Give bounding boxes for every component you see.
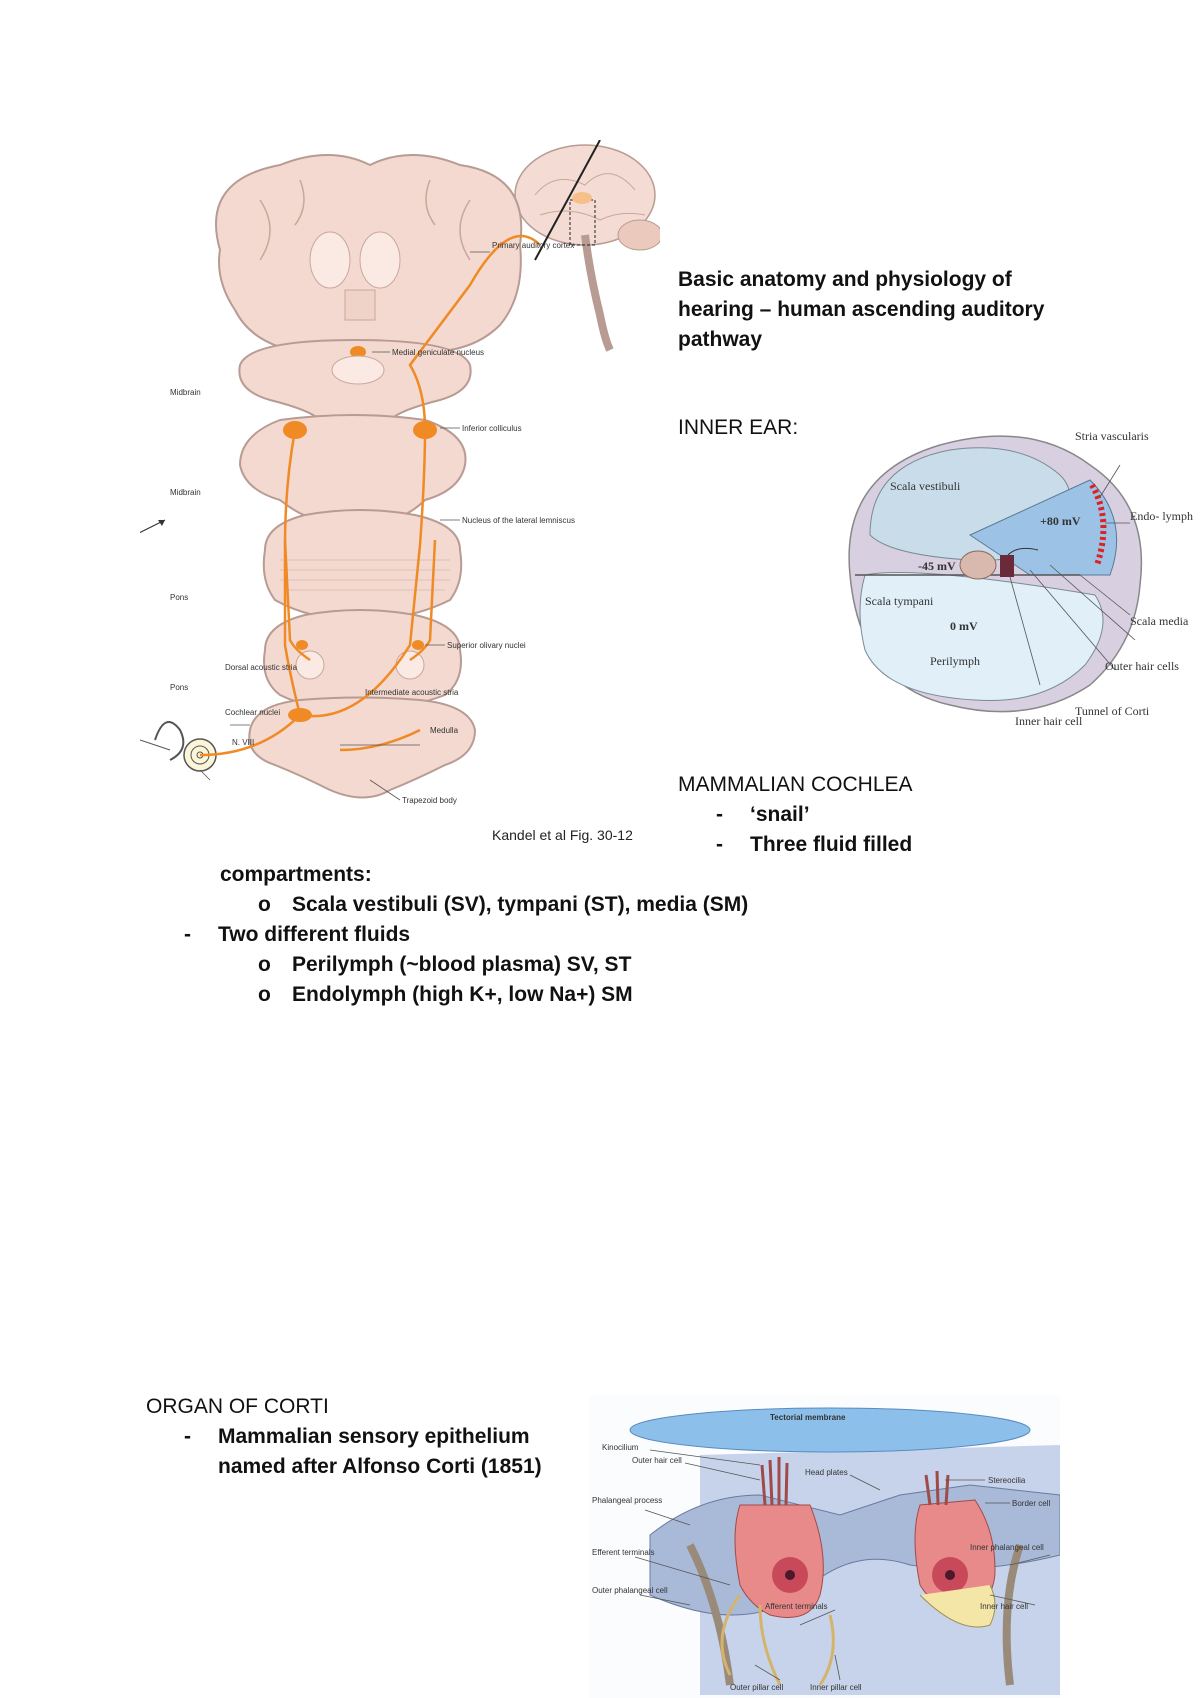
corti-item-cont: named after Alfonso Corti (1851) (218, 1455, 542, 1478)
bullet-circle: o (258, 953, 271, 976)
heading-line-3: pathway (678, 328, 763, 351)
auditory-pathway-figure: Primary auditory cortex Medial geniculat… (140, 140, 660, 805)
label-outer-hair-cells: Outer hair cells (1105, 659, 1179, 673)
inner-ear-title: INNER EAR: (678, 416, 799, 439)
label-scala-vestibuli: Scala vestibuli (890, 479, 961, 493)
label-scala-tympani: Scala tympani (865, 594, 934, 608)
pathway-lines (199, 234, 541, 757)
label-inner-hair-cell: Inner hair cell (980, 1602, 1028, 1611)
label-phalangeal-process: Phalangeal process (592, 1496, 662, 1505)
label-midbrain-2: Midbrain (170, 488, 201, 497)
label-tectorial-membrane: Tectorial membrane (770, 1413, 846, 1422)
bullet-dash: - (716, 833, 723, 856)
label-outer-hair-cell: Outer hair cell (632, 1456, 682, 1465)
cochlea-title: MAMMALIAN COCHLEA (678, 773, 913, 796)
label-kinocilium: Kinocilium (602, 1443, 639, 1452)
bullet-dash: - (184, 923, 191, 946)
label-superior-olivary: Superior olivary nuclei (447, 641, 526, 650)
cochlea-cross-section-figure: Scala vestibuli Scala tympani +80 mV -45… (848, 429, 1193, 728)
label-0mv: 0 mV (950, 619, 978, 633)
label-cochlear-nuclei: Cochlear nuclei (225, 708, 280, 717)
bullet-dash: - (716, 803, 723, 826)
ear-cochlea-icon (140, 721, 217, 772)
item-text: Mammalian sensory epithelium (218, 1425, 530, 1448)
label-endolymph: Endo- lymph (1130, 509, 1193, 523)
label-head-plates: Head plates (805, 1468, 848, 1477)
heading-line-1: Basic anatomy and physiology of (678, 268, 1012, 291)
label-outer-pillar-cell: Outer pillar cell (730, 1683, 784, 1692)
label-n-viii: N. VIII (232, 738, 254, 747)
item-text: Scala vestibuli (SV), tympani (ST), medi… (292, 893, 749, 916)
label-stria-vascularis: Stria vascularis (1075, 429, 1149, 443)
label-stereocilia: Stereocilia (988, 1476, 1026, 1485)
label-efferent-terminals: Efferent terminals (592, 1548, 655, 1557)
label-midbrain-1: Midbrain (170, 388, 201, 397)
label-medial-geniculate: Medial geniculate nucleus (392, 348, 484, 357)
item-text: Endolymph (high K+, low Na+) SM (292, 983, 633, 1006)
bullet-circle: o (258, 893, 271, 916)
heading-line-2: hearing – human ascending auditory (678, 298, 1045, 321)
label-primary-auditory-cortex: Primary auditory cortex (492, 241, 574, 250)
label-outer-phalangeal-cell: Outer phalangeal cell (592, 1586, 668, 1595)
bullet-dash: - (184, 1425, 191, 1448)
cerebral-section-icon (215, 154, 523, 361)
item-text: ‘snail’ (750, 803, 810, 826)
label-tunnel-of-corti: Tunnel of Corti (1075, 704, 1150, 718)
label-inner-hair-cell: Inner hair cell (1015, 714, 1083, 728)
label-perilymph: Perilymph (930, 654, 980, 668)
item-text: Perilymph (~blood plasma) SV, ST (292, 953, 632, 976)
label-plus80mv: +80 mV (1040, 514, 1081, 528)
orientation-brain-icon (514, 140, 660, 352)
label-intermediate-acoustic-stria: Intermediate acoustic stria (365, 688, 459, 697)
cochlea-subitem-endolymph: o Endolymph (high K+, low Na+) SM (258, 980, 633, 1010)
cochlea-item-fluid-cont: compartments: (220, 863, 372, 886)
label-inferior-colliculus: Inferior colliculus (462, 424, 522, 433)
label-dorsal-acoustic-stria: Dorsal acoustic stria (225, 663, 298, 672)
cochlea-item-fluid: - Three fluid filled (716, 830, 912, 860)
cochlea-item-two-fluids: - Two different fluids (184, 920, 410, 950)
corti-item: - Mammalian sensory epithelium (184, 1422, 530, 1452)
cochlea-subitem-scalae: o Scala vestibuli (SV), tympani (ST), med… (258, 890, 748, 920)
label-pons-1: Pons (170, 593, 188, 602)
label-trapezoid-body: Trapezoid body (402, 796, 457, 805)
cochlea-subitem-perilymph: o Perilymph (~blood plasma) SV, ST (258, 950, 631, 980)
label-scala-media: Scala media (1130, 614, 1189, 628)
label-inner-phalangeal-cell: Inner phalangeal cell (970, 1543, 1044, 1552)
label-inner-pillar-cell: Inner pillar cell (810, 1683, 862, 1692)
item-text: Three fluid filled (750, 833, 913, 856)
label-border-cell: Border cell (1012, 1499, 1050, 1508)
arrow-icon (140, 519, 166, 534)
label-lateral-lemniscus: Nucleus of the lateral lemniscus (462, 516, 575, 525)
label-afferent-terminals: Afferent terminals (765, 1602, 828, 1611)
page-heading: Basic anatomy and physiology of hearing … (678, 265, 1044, 355)
label-medulla: Medulla (430, 726, 459, 735)
label-minus45mv: -45 mV (918, 559, 956, 573)
corti-title: ORGAN OF CORTI (146, 1395, 329, 1418)
figure-caption: Kandel et al Fig. 30-12 (492, 827, 633, 843)
cochlea-item-snail: - ‘snail’ (716, 800, 810, 830)
organ-of-corti-figure: Tectorial membrane Kinocilium Outer hair… (590, 1395, 1060, 1698)
label-pons-2: Pons (170, 683, 188, 692)
item-text: Two different fluids (218, 923, 411, 946)
bullet-circle: o (258, 983, 271, 1006)
